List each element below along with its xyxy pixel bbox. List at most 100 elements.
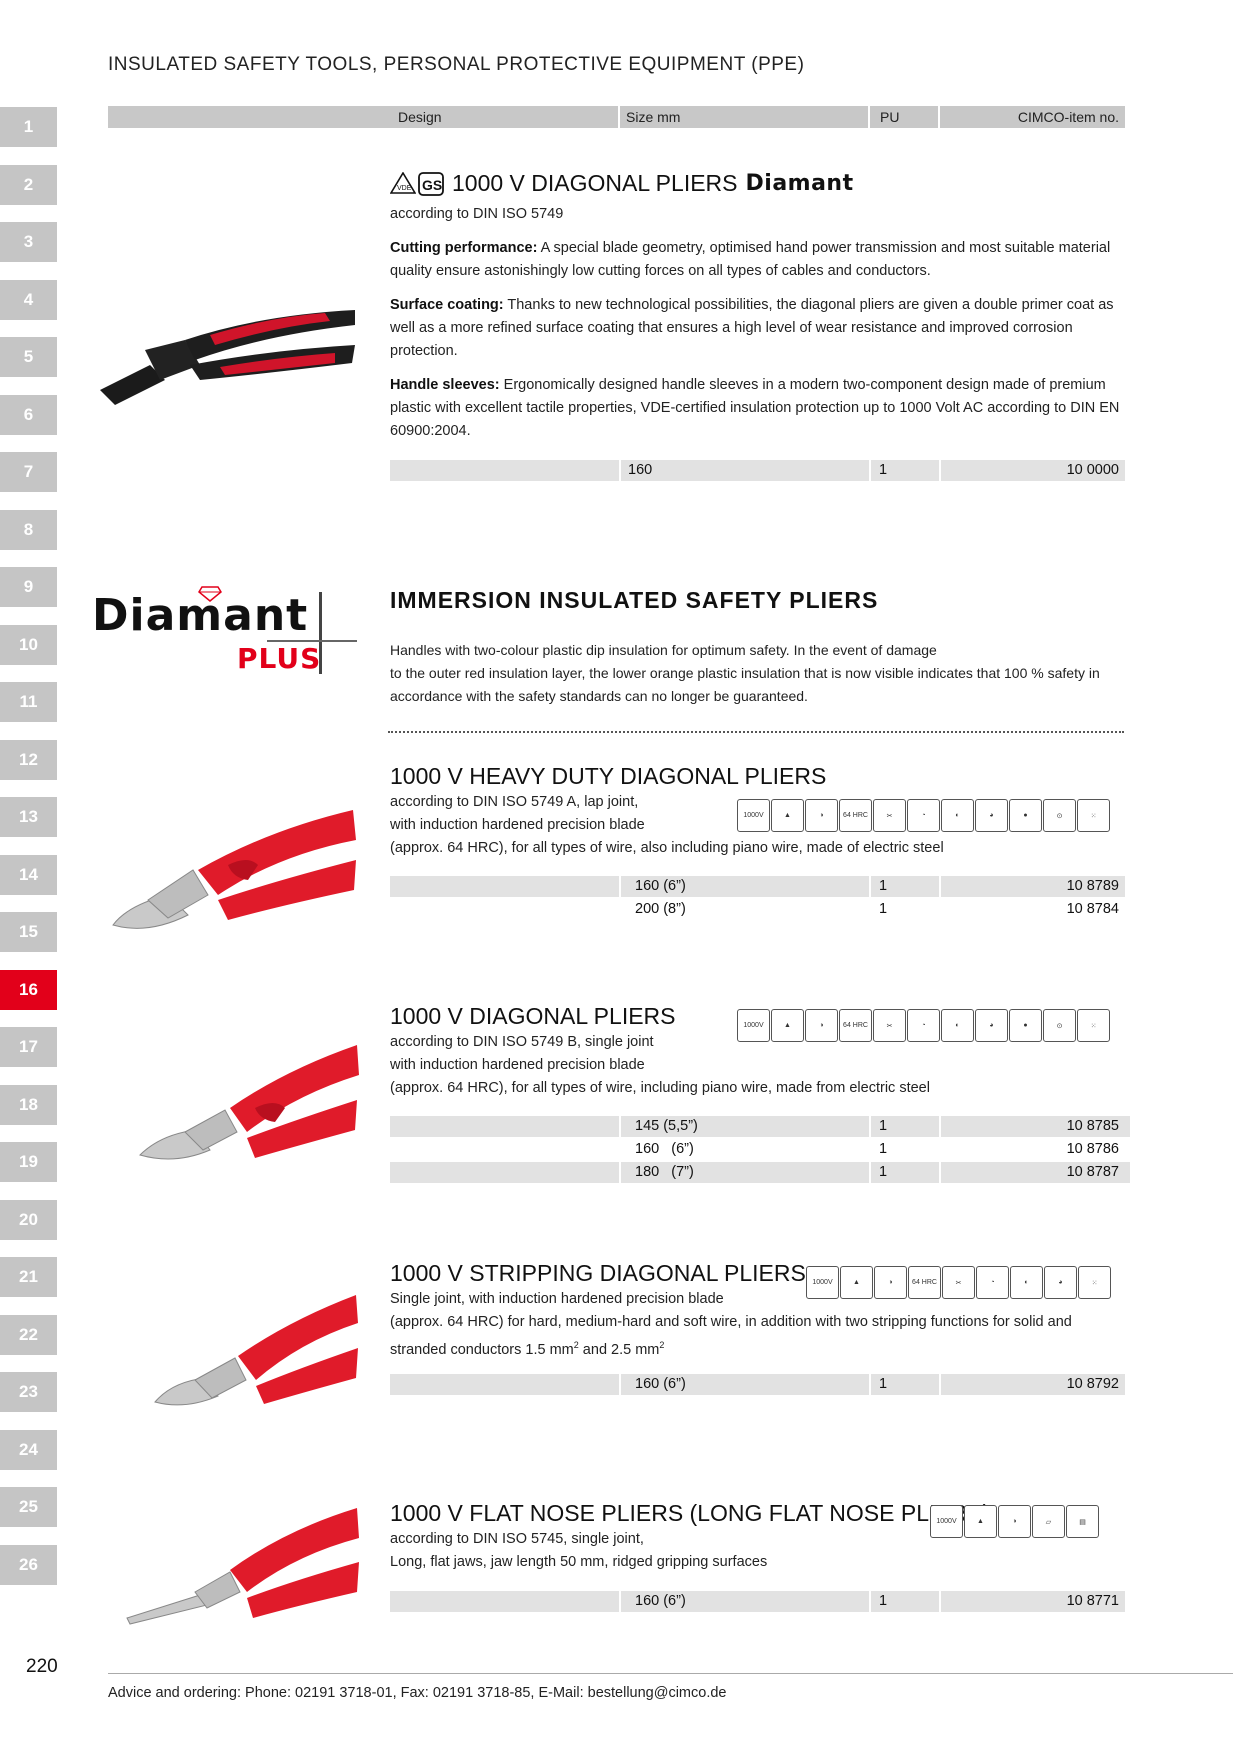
tab-10[interactable]: 10	[0, 624, 57, 665]
product-4-line2: (approx. 64 HRC) for hard, medium-hard a…	[390, 1314, 1072, 1330]
row-pu: 1	[871, 1162, 939, 1183]
tab-23[interactable]: 23	[0, 1372, 57, 1412]
row-pu: 1	[871, 460, 939, 481]
tab-13[interactable]: 13	[0, 797, 57, 837]
product-image-stripping-diagonal-pliers	[154, 1295, 358, 1406]
table-row: 160 (6”) 1 10 8792	[390, 1374, 1125, 1395]
table-row: 180 (7”) 1 10 8787	[390, 1162, 1130, 1183]
product-3-line3: (approx. 64 HRC), for all types of wire,…	[390, 1080, 930, 1096]
row-size: 160 (6”)	[621, 1591, 869, 1612]
vde-1000v-icon: 1000V	[737, 1009, 770, 1042]
tab-8[interactable]: 8	[0, 509, 57, 550]
table-row: 200 (8”) 1 10 8784	[390, 899, 1125, 920]
tab-6[interactable]: 6	[0, 394, 57, 435]
svg-text:GS: GS	[422, 177, 442, 193]
table-row: 145 (5,5”) 1 10 8785	[390, 1116, 1130, 1137]
tab-21[interactable]: 21	[0, 1257, 57, 1297]
page-number: 220	[26, 1656, 58, 1677]
tab-19[interactable]: 19	[0, 1142, 57, 1182]
row-item: 10 8787	[941, 1162, 1130, 1183]
soft-wire-icon: ◔	[907, 1009, 940, 1042]
product-2-title: 1000 V HEAVY DUTY DIAGONAL PLIERS	[390, 763, 827, 789]
section-title: IMMERSION INSULATED SAFETY PLIERS	[390, 587, 879, 613]
cutting-label: Cutting performance:	[390, 240, 538, 256]
tab-25[interactable]: 25	[0, 1487, 57, 1527]
tab-26[interactable]: 26	[0, 1544, 57, 1585]
row-item: 10 8771	[941, 1591, 1125, 1612]
row-item: 10 8792	[941, 1374, 1125, 1395]
joint-icon: ◑	[874, 1266, 907, 1299]
row-size: 160	[621, 460, 869, 481]
tab-1[interactable]: 1	[0, 107, 57, 147]
diamond-gem-icon	[198, 586, 222, 602]
row-pu: 1	[879, 901, 888, 917]
tab-17[interactable]: 17	[0, 1027, 57, 1067]
col-size: Size mm	[618, 106, 680, 128]
tab-24[interactable]: 24	[0, 1429, 57, 1470]
table-row: 160 (6”) 1 10 8789	[390, 876, 1125, 897]
tab-5[interactable]: 5	[0, 337, 57, 377]
product-1-cutting: Cutting performance: A special blade geo…	[390, 237, 1120, 283]
tab-11[interactable]: 11	[0, 682, 57, 722]
product-1-title: 1000 V DIAGONAL PLIERS	[452, 170, 738, 196]
row-size: 160 (6”)	[635, 1141, 694, 1157]
joint-icon: ◑	[805, 799, 838, 832]
tab-18[interactable]: 18	[0, 1084, 57, 1125]
row-pu: 1	[871, 1116, 939, 1137]
row-item: 10 8784	[1066, 901, 1119, 917]
tab-14[interactable]: 14	[0, 854, 57, 895]
footer-divider	[108, 1673, 1233, 1674]
product-4-line1: Single joint, with induction hardened pr…	[390, 1291, 724, 1307]
vde-gs-mark-icon: VDE GS	[390, 171, 444, 196]
tab-3[interactable]: 3	[0, 222, 57, 262]
tab-16[interactable]: 16	[0, 969, 57, 1010]
handle-text: Ergonomically designed handle sleeves in…	[390, 377, 1120, 439]
soft-wire-icon: ◔	[907, 799, 940, 832]
tab-15[interactable]: 15	[0, 912, 57, 952]
diamant-brand-logo: Diamant	[745, 171, 854, 196]
joint-icon: ◑	[998, 1505, 1031, 1538]
ridged-grip-icon: ▤	[1066, 1505, 1099, 1538]
row-pu: 1	[879, 1141, 888, 1157]
svg-text:VDE: VDE	[397, 185, 412, 192]
row-item: 10 8789	[941, 876, 1125, 897]
joint-icon: ◑	[805, 1009, 838, 1042]
product-5-line1: according to DIN ISO 5745, single joint,	[390, 1531, 644, 1547]
gs-approval-icon: ▲	[771, 1009, 804, 1042]
row-pu: 1	[871, 1591, 939, 1612]
tab-22[interactable]: 22	[0, 1314, 57, 1355]
surface-text: Thanks to new technological possibilitie…	[390, 297, 1114, 359]
row-pu: 1	[871, 1374, 939, 1395]
product-3-line2: with induction hardened precision blade	[390, 1057, 645, 1073]
footer-contact: Advice and ordering: Phone: 02191 3718-0…	[108, 1685, 727, 1701]
product-2-line1: according to DIN ISO 5749 A, lap joint,	[390, 794, 639, 810]
row-item: 10 8786	[1066, 1141, 1119, 1157]
product-4-line3: stranded conductors 1.5 mm2 and 2.5 mm2	[390, 1340, 665, 1358]
tab-4[interactable]: 4	[0, 279, 57, 320]
product-image-heavy-duty-diagonal-pliers	[112, 810, 356, 929]
row-item: 10 8785	[941, 1116, 1130, 1137]
product-1-title-row: VDE GS 1000 V DIAGONAL PLIERS Diamant	[390, 170, 854, 197]
tab-9[interactable]: 9	[0, 567, 57, 607]
medium-wire-icon: ◐	[941, 1009, 974, 1042]
product-4-title: 1000 V STRIPPING DIAGONAL PLIERS	[390, 1260, 806, 1286]
col-item: CIMCO-item no.	[1017, 109, 1119, 125]
hard-wire-icon: ◕	[1044, 1266, 1077, 1299]
row-size: 160 (6”)	[621, 876, 869, 897]
stranded-cable-icon: ⁙	[1077, 1009, 1110, 1042]
medium-wire-icon: ◐	[1010, 1266, 1043, 1299]
stranded-cable-icon: ⁙	[1077, 799, 1110, 832]
vde-1000v-icon: 1000V	[737, 799, 770, 832]
product-image-flat-nose-pliers	[126, 1508, 359, 1625]
tab-20[interactable]: 20	[0, 1199, 57, 1240]
tab-12[interactable]: 12	[0, 739, 57, 780]
stranded-cable-icon: ⁙	[1078, 1266, 1111, 1299]
col-design: Design	[398, 109, 442, 125]
tab-2[interactable]: 2	[0, 164, 57, 205]
tab-7[interactable]: 7	[0, 452, 57, 492]
gs-approval-icon: ▲	[840, 1266, 873, 1299]
product-2-line2: with induction hardened precision blade	[390, 817, 645, 833]
product-4-feature-icons: 1000V ▲ ◑ 64 HRC ✂ ◔ ◐ ◕ ⁙	[806, 1266, 1111, 1299]
cutting-icon: ✂	[942, 1266, 975, 1299]
table-row: 160 1 10 0000	[390, 460, 1125, 481]
